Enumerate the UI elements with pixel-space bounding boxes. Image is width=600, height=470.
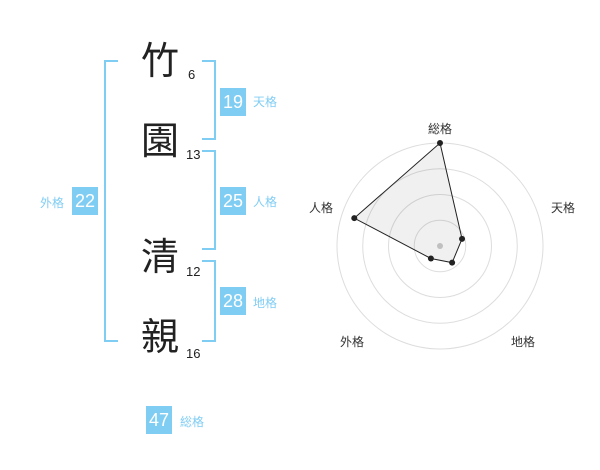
radar-point-4 (427, 255, 434, 262)
stroke-count-2: 13 (186, 147, 201, 162)
gaikaku-label: 外格 (40, 196, 65, 210)
soukaku-value: 47 (146, 406, 172, 434)
jinkaku-bracket (202, 150, 216, 250)
radar-axis-label-tenkaku: 天格 (551, 201, 576, 215)
name-char-1: 竹 (140, 39, 179, 83)
jinkaku-value: 25 (220, 187, 246, 215)
radar-axis-label-soukaku: 総格 (428, 122, 453, 136)
jinkaku-label: 人格 (253, 195, 278, 209)
tenkaku-value: 19 (220, 88, 246, 116)
radar-point-5 (351, 215, 358, 222)
stroke-count-1: 6 (188, 67, 196, 82)
stroke-count-4: 16 (186, 346, 201, 361)
name-char-2: 園 (140, 119, 179, 163)
fortune-radar-chart (336, 140, 544, 350)
stroke-count-3: 12 (186, 264, 201, 279)
radar-grid-ring (362, 168, 518, 324)
gaikaku-value: 22 (72, 187, 98, 215)
radar-axis-label-gaikaku: 外格 (340, 335, 365, 349)
chikaku-bracket (202, 260, 216, 342)
name-char-4: 親 (140, 315, 179, 359)
radar-point-2 (459, 235, 466, 242)
radar-axis-label-jinkaku: 人格 (309, 201, 334, 215)
radar-grid-ring (413, 219, 467, 273)
radar-series-area (353, 142, 463, 264)
radar-grid-ring (388, 194, 492, 298)
soukaku-label: 総格 (180, 415, 205, 429)
chikaku-label: 地格 (253, 296, 278, 310)
name-char-3: 清 (140, 235, 179, 279)
radar-point-3 (449, 259, 456, 266)
gaikaku-bracket (104, 60, 118, 342)
radar-axis-label-chikaku: 地格 (511, 335, 536, 349)
chikaku-value: 28 (220, 287, 246, 315)
radar-center-dot (437, 243, 443, 249)
tenkaku-label: 天格 (253, 95, 278, 109)
radar-point-1 (437, 140, 443, 146)
tenkaku-bracket (202, 60, 216, 140)
